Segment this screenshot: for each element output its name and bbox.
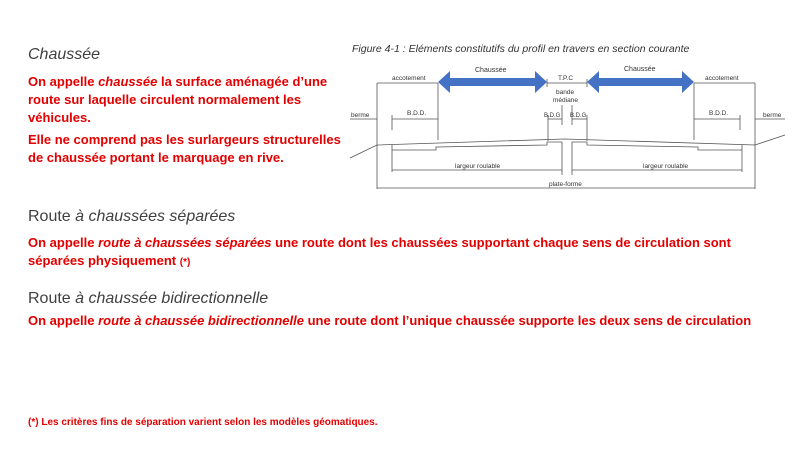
svg-text:T.P.C: T.P.C: [558, 75, 573, 82]
figure-title: Figure 4-1 : Eléments constitutifs du pr…: [352, 43, 689, 55]
chaussee-definition: On appelle chaussée la surface aménagée …: [28, 74, 328, 125]
svg-text:Chaussée: Chaussée: [624, 66, 656, 73]
bidirectionnelle-definition: On appelle route à chaussée bidirectionn…: [28, 313, 752, 328]
chaussee-right-arrow: [587, 71, 694, 93]
svg-text:médiane: médiane: [553, 97, 578, 104]
svg-text:largeur roulable: largeur roulable: [643, 163, 689, 170]
svg-text:accotement: accotement: [392, 75, 426, 82]
svg-text:largeur roulable: largeur roulable: [455, 163, 501, 170]
footnote: (*) Les critères fins de séparation vari…: [28, 417, 378, 428]
svg-text:accotement: accotement: [705, 75, 739, 82]
svg-text:plate-forme: plate-forme: [549, 181, 582, 188]
svg-text:bande: bande: [556, 89, 574, 96]
svg-text:B.D.D.: B.D.D.: [709, 110, 728, 117]
svg-text:B.D.G: B.D.G: [544, 113, 561, 119]
svg-text:Chaussée: Chaussée: [475, 67, 507, 74]
heading-separees: Route à chaussées séparées: [28, 208, 236, 225]
heading-bidirectionnelle: Route à chaussée bidirectionnelle: [28, 290, 269, 307]
svg-text:B.D.G: B.D.G: [570, 113, 587, 119]
profile-figure: Figure 4-1 : Eléments constitutifs du pr…: [349, 43, 786, 189]
heading-chaussee: Chaussée: [28, 46, 101, 63]
chaussee-exclusion: Elle ne comprend pas les surlargeurs str…: [28, 132, 341, 165]
svg-text:berme: berme: [763, 112, 782, 119]
chaussee-arrows: [438, 71, 694, 93]
svg-text:berme: berme: [351, 112, 370, 119]
chaussee-left-arrow: [438, 71, 547, 93]
separees-definition: On appelle route à chaussées séparées un…: [28, 235, 731, 268]
svg-text:B.D.D.: B.D.D.: [407, 110, 426, 117]
